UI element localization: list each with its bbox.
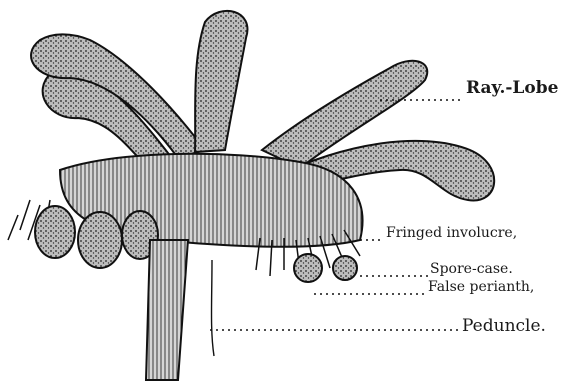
label-ray-lobe: Ray.-Lobe xyxy=(466,80,558,97)
spore-case-right-2 xyxy=(333,256,357,280)
label-fringed-involucre: Fringed involucre, xyxy=(386,226,517,240)
spore-case-left-2 xyxy=(78,212,122,268)
spore-case-right-1 xyxy=(294,254,322,282)
peduncle-stalk xyxy=(146,240,214,380)
label-peduncle: Peduncle. xyxy=(462,318,546,335)
spore-case-left-1 xyxy=(35,206,75,258)
label-false-perianth: False perianth, xyxy=(428,280,534,294)
label-spore-case: Spore-case. xyxy=(430,262,513,276)
ray-lobe-center xyxy=(195,11,247,152)
